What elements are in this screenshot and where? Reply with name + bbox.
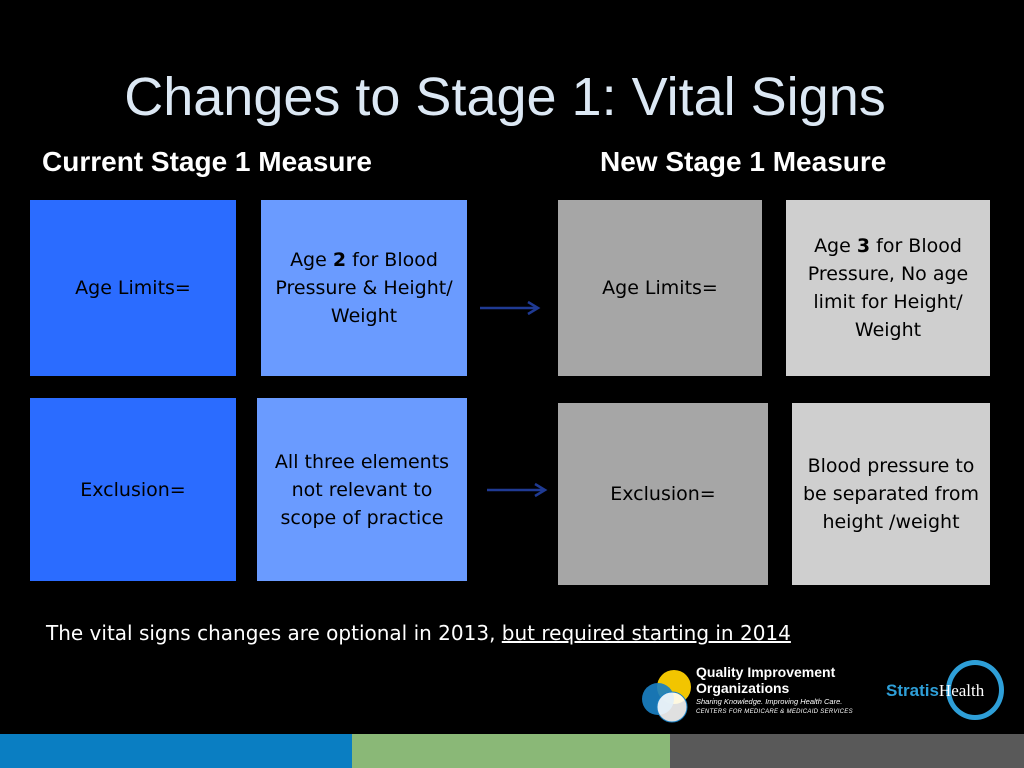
exclusion-arrow-icon bbox=[487, 482, 548, 498]
qio-tagline: Sharing Knowledge. Improving Health Care… bbox=[696, 697, 843, 706]
qio-logo: Quality Improvement Organizations Sharin… bbox=[638, 664, 870, 728]
current-age-limits-label-text: Age Limits= bbox=[75, 277, 191, 299]
stratis-health-logo: StratisHealth bbox=[884, 660, 1012, 726]
footer-bar-green bbox=[352, 734, 670, 768]
new-age-limits-value: Age 3 for Blood Pressure, No age limit f… bbox=[786, 200, 990, 376]
footnote: The vital signs changes are optional in … bbox=[46, 618, 791, 648]
qio-name-line2: Organizations bbox=[696, 680, 790, 696]
qio-cms: CENTERS FOR MEDICARE & MEDICAID SERVICES bbox=[696, 709, 853, 715]
stratis-logo-part2: Health bbox=[938, 681, 985, 700]
current-exclusion-value-text: All three elements not relevant to scope… bbox=[274, 450, 450, 529]
new-exclusion-label-text: Exclusion= bbox=[610, 483, 716, 505]
footnote-text: The vital signs changes are optional in … bbox=[46, 621, 502, 645]
current-exclusion-value: All three elements not relevant to scope… bbox=[257, 398, 467, 581]
current-age-limits-label: Age Limits= bbox=[30, 200, 236, 376]
current-age-limits-value: Age 2 for Blood Pressure & Height/ Weigh… bbox=[261, 200, 467, 376]
current-exclusion-label-text: Exclusion= bbox=[80, 478, 186, 501]
footer-bar-grey bbox=[670, 734, 1024, 768]
new-age-limits-value-text: Age 3 for Blood Pressure, No age limit f… bbox=[807, 235, 969, 341]
new-measure-heading: New Stage 1 Measure bbox=[600, 146, 887, 177]
qio-circles-icon bbox=[642, 670, 691, 723]
new-age-limits-label-text: Age Limits= bbox=[602, 277, 718, 299]
slide-title: Changes to Stage 1: Vital Signs bbox=[124, 67, 886, 127]
new-exclusion-value-text: Blood pressure to be separated from heig… bbox=[803, 455, 979, 533]
new-exclusion-label: Exclusion= bbox=[558, 403, 768, 585]
stratis-logo-part1: Stratis bbox=[886, 681, 939, 700]
new-age-limits-label: Age Limits= bbox=[558, 200, 762, 376]
stratis-ring-icon bbox=[946, 660, 1004, 720]
footnote-underlined: but required starting in 2014 bbox=[501, 621, 791, 645]
current-exclusion-label: Exclusion= bbox=[30, 398, 236, 581]
current-measure-heading: Current Stage 1 Measure bbox=[42, 146, 372, 177]
current-age-limits-value-text: Age 2 for Blood Pressure & Height/ Weigh… bbox=[275, 249, 453, 327]
age-limits-arrow-icon bbox=[480, 300, 541, 316]
qio-name-line1: Quality Improvement bbox=[696, 664, 836, 680]
footer-bar-blue bbox=[0, 734, 352, 768]
new-exclusion-value: Blood pressure to be separated from heig… bbox=[792, 403, 990, 585]
